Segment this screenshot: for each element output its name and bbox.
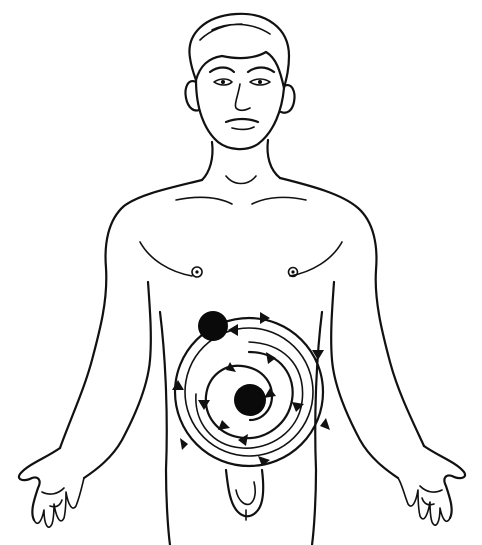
left-hand — [19, 448, 84, 527]
groin — [226, 470, 263, 520]
navel-dot — [234, 384, 266, 416]
head — [185, 14, 294, 149]
upper-left-abdomen-dot — [198, 311, 228, 341]
left-nipple — [192, 267, 202, 277]
torso — [60, 178, 424, 545]
right-hand — [398, 446, 465, 525]
neck — [202, 140, 280, 184]
